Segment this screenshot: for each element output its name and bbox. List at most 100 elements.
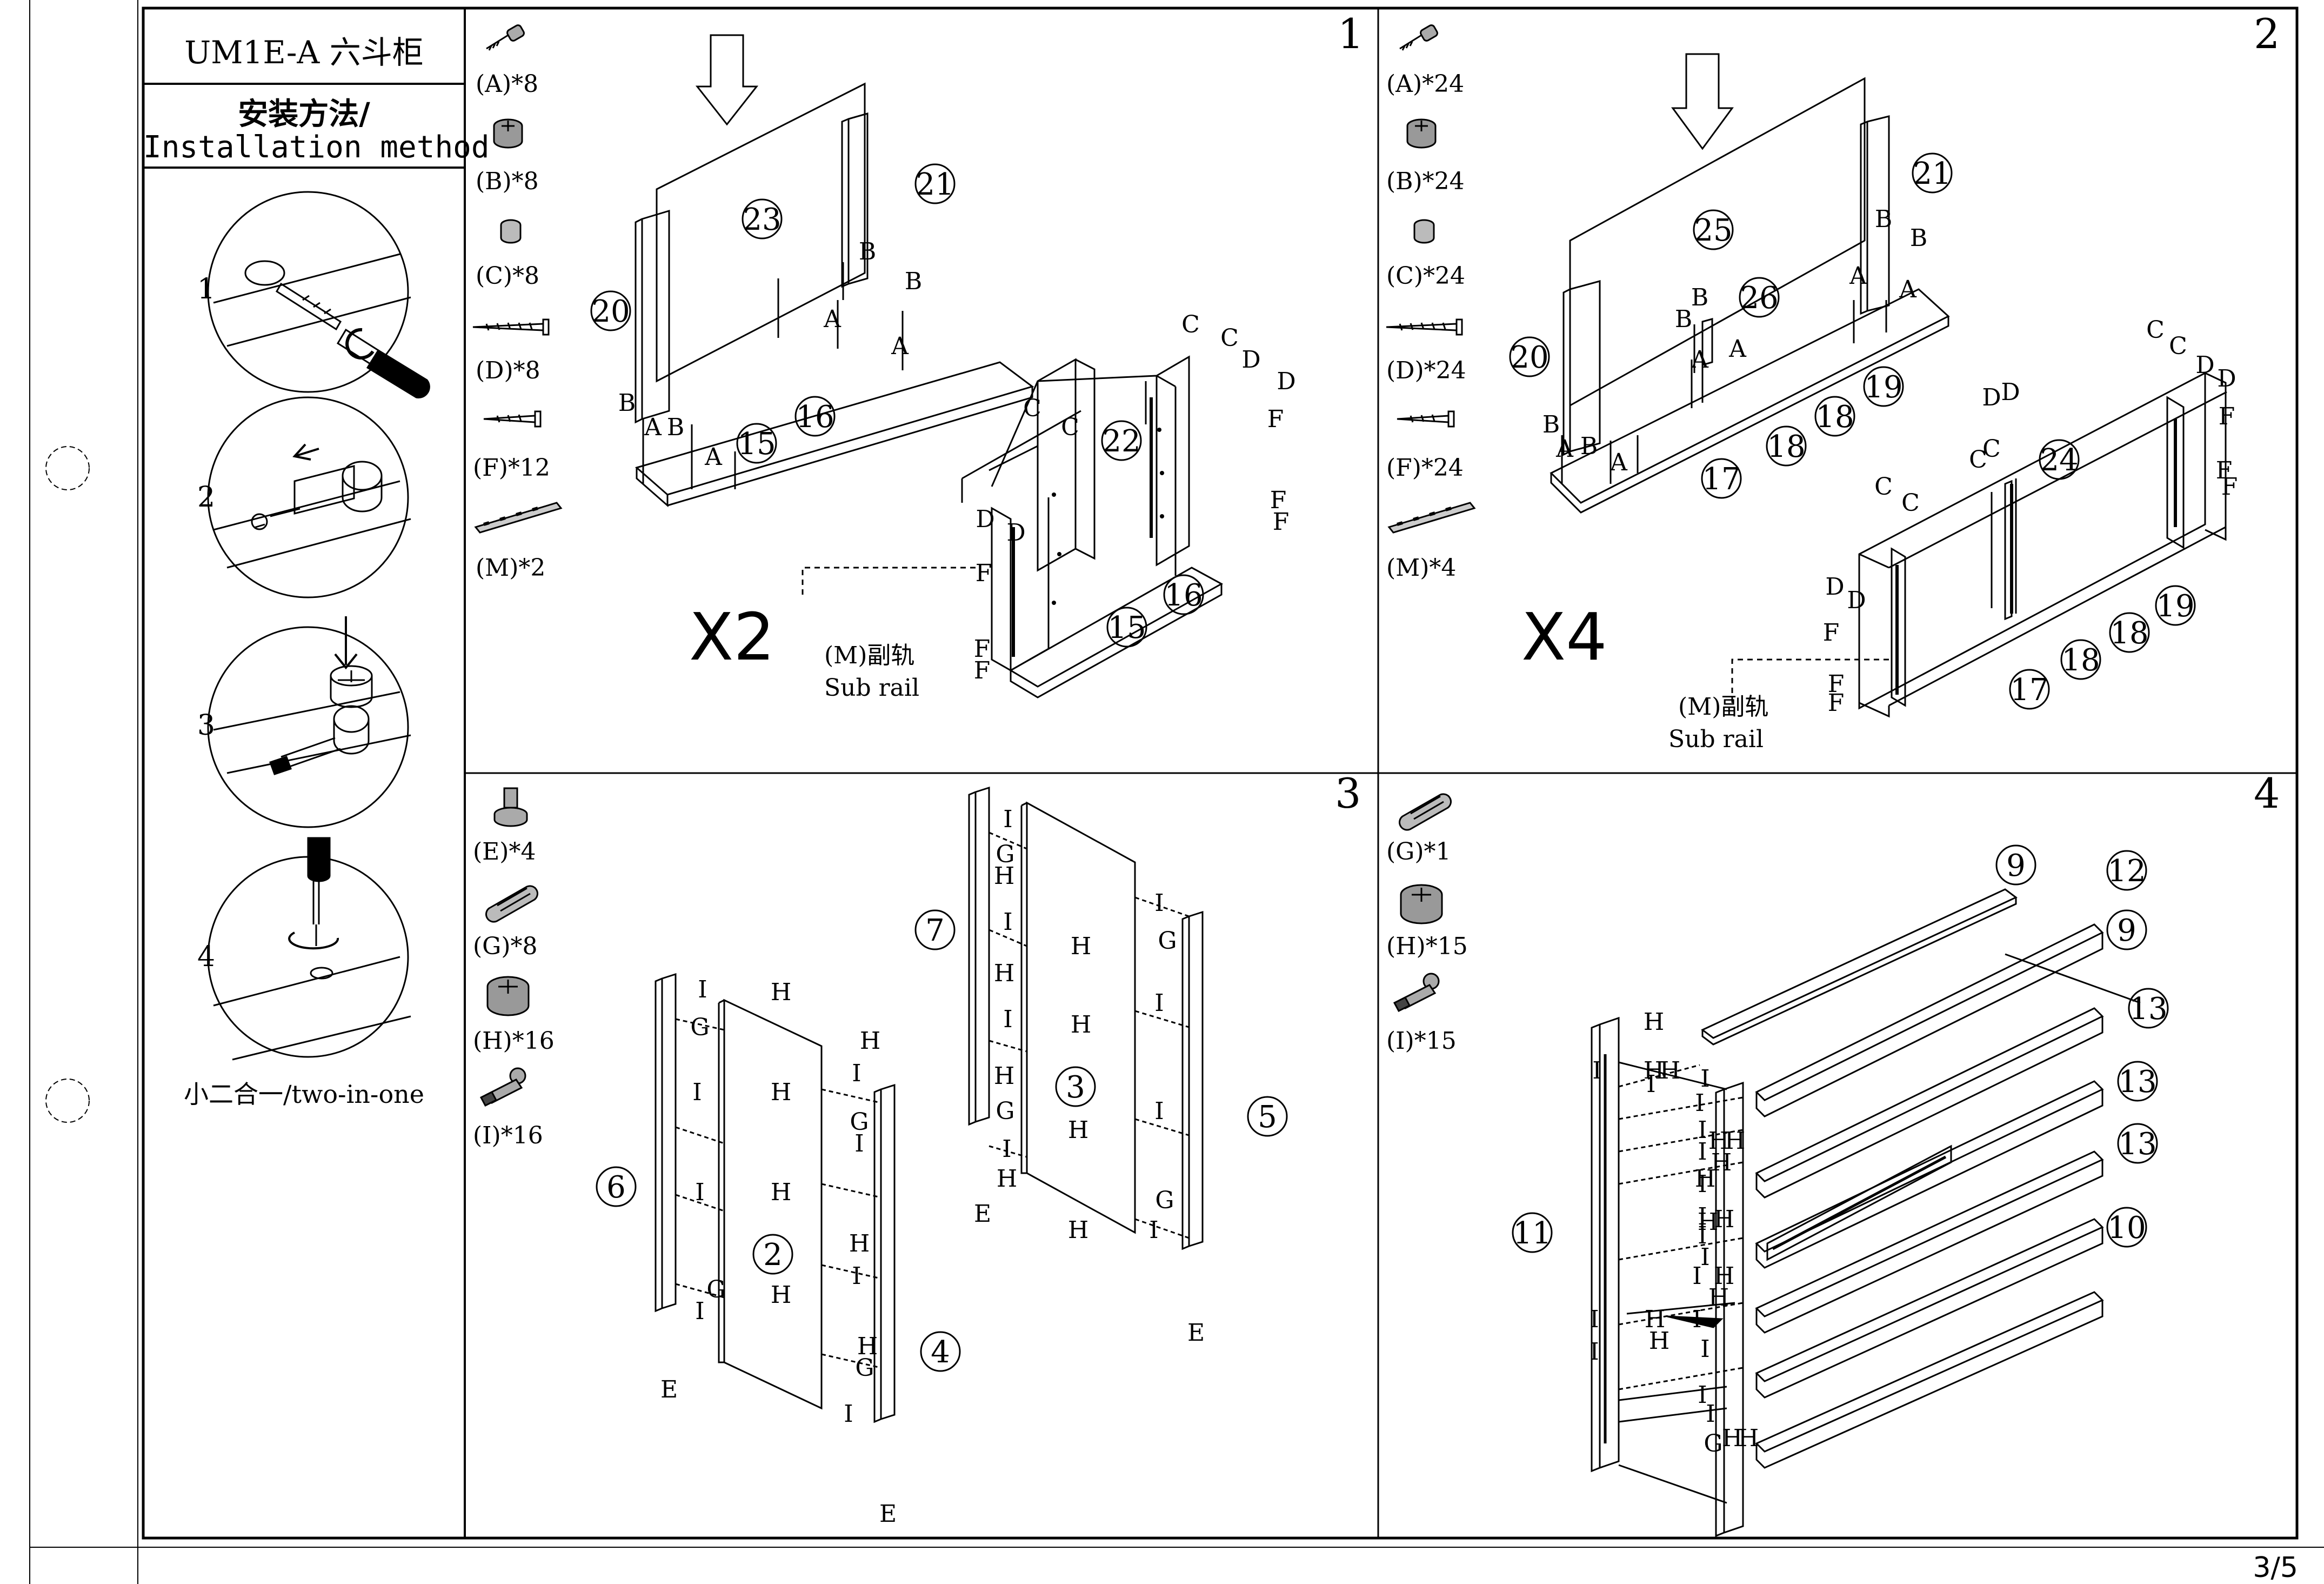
hardware-letter: I [1003, 1006, 1012, 1033]
hardware-letter: F [1823, 619, 1840, 647]
hardware-letter: I [1154, 989, 1164, 1017]
hardware-letter: B [859, 238, 876, 265]
step-2-panel: 2 (A)*24 (B)*24 (C)*24 (D)*24 (F)*24 (M)… [1378, 8, 2297, 773]
part-number: 5 [1258, 1100, 1277, 1135]
tool-step-2-label: 2 [197, 481, 216, 514]
hardware-letter: H [997, 1165, 1017, 1193]
model-title: UM1E-A 六斗柜 [184, 34, 424, 71]
hardware-letter: G [706, 1276, 725, 1303]
hardware-letter: F [976, 560, 992, 587]
hardware-letter: I [1003, 908, 1012, 936]
hardware-letter: H [1644, 1057, 1664, 1084]
hardware-letter: D [2001, 378, 2020, 406]
hardware-letter: H [771, 979, 791, 1006]
part-label: (F)*12 [473, 454, 550, 482]
hardware-letter: I [1154, 889, 1164, 917]
method-title-cn: 安装方法/ [238, 96, 370, 132]
hardware-letter: A [644, 414, 662, 441]
part-label: (M)*4 [1386, 554, 1457, 582]
hardware-letter: H [1068, 1116, 1088, 1144]
hardware-letter: A [1728, 335, 1747, 363]
hardware-letter: I [852, 1262, 861, 1290]
part-number: 13 [2129, 991, 2167, 1027]
hardware-letter: I [1700, 1335, 1709, 1363]
hardware-letter: B [1675, 305, 1692, 333]
hardware-letter: I [1692, 1306, 1701, 1333]
hardware-letter: I [695, 1179, 704, 1206]
two-in-one-caption: 小二合一/two-in-one [183, 1080, 425, 1109]
hardware-letter: E [660, 1376, 678, 1403]
hardware-letter: I [1698, 1138, 1707, 1166]
part-label: (B)*24 [1386, 168, 1465, 195]
part-number: 3 [1066, 1070, 1085, 1105]
hardware-letter: I [1692, 1262, 1701, 1290]
short-screw-icon [1397, 410, 1455, 428]
part-number: 17 [2010, 673, 2048, 708]
part-number: 12 [2107, 854, 2146, 889]
hardware-letter: H [1708, 1127, 1729, 1155]
hardware-letter: F [1267, 405, 1284, 433]
part-number: 2 [763, 1237, 783, 1273]
part-number: 18 [1815, 400, 1854, 435]
part-label: (C)*24 [1386, 262, 1465, 290]
hardware-letter: H [1695, 1165, 1715, 1193]
hardware-letter: A [1849, 262, 1867, 290]
hardware-letter: A [1555, 435, 1574, 463]
hardware-letter: G [690, 1014, 709, 1041]
hardware-letter: H [849, 1230, 870, 1257]
hardware-letter: I [1592, 1057, 1601, 1084]
hardware-letter: G [855, 1354, 874, 1382]
step-1-drawing: 23 21 20 16 15 22 16 15 B B A A B A B A … [590, 34, 1296, 698]
step-2-drawing: 25 21 26 20 19 18 18 17 24 19 18 18 17 B… [1509, 53, 2238, 718]
hardware-letter: A [823, 305, 842, 333]
step-number: 3 [1335, 773, 1361, 817]
part-number: 20 [591, 294, 630, 329]
hardware-letter: B [905, 268, 922, 295]
hardware-letter: C [1220, 324, 1239, 352]
wood-dowel-icon [1399, 793, 1452, 831]
page-number: 3/5 [2253, 1552, 2298, 1584]
step-number: 1 [1338, 10, 1364, 58]
hardware-letter: H [994, 1062, 1014, 1090]
hardware-letter: I [854, 1130, 864, 1157]
part-number: 10 [2107, 1210, 2146, 1246]
hardware-letter: H [1644, 1008, 1664, 1036]
dowel-cap-icon [1413, 219, 1435, 244]
hardware-letter: I [1706, 1400, 1715, 1428]
part-number: 15 [1107, 610, 1146, 645]
part-label: (G)*8 [473, 933, 538, 960]
hardware-letter: I [695, 1297, 704, 1325]
hardware-letter: H [860, 1027, 880, 1055]
hardware-letter: I [1698, 1222, 1707, 1249]
hardware-letter: A [891, 332, 909, 360]
hardware-letter: F [1828, 689, 1845, 717]
hardware-letter: F [2216, 457, 2233, 484]
part-label: (D)*24 [1386, 357, 1466, 384]
part-label: (M)*2 [476, 554, 546, 582]
part-number: 4 [931, 1335, 950, 1370]
step-number: 2 [2254, 10, 2280, 58]
hardware-letter: H [1698, 1208, 1718, 1236]
part-label: (F)*24 [1386, 454, 1464, 482]
hardware-letter: I [1002, 1135, 1011, 1163]
sub-rail-label-cn: (M)副轨 [824, 642, 915, 669]
hardware-letter: I [1003, 806, 1012, 833]
wood-screw-icon [472, 318, 550, 336]
tool-step-4-label: 4 [197, 941, 216, 973]
hardware-letter: I [1695, 1089, 1704, 1117]
hardware-letter: H [857, 1333, 878, 1360]
hardware-letter: C [1181, 311, 1200, 338]
hardware-letter: A [704, 443, 723, 471]
part-number: 18 [2061, 643, 2100, 678]
sub-rail-label-en: Sub rail [824, 674, 920, 702]
hardware-letter: C [1874, 473, 1893, 501]
hardware-letter: G [850, 1108, 869, 1136]
hardware-letter: I [1698, 1203, 1707, 1230]
hardware-letter: I [1590, 1338, 1599, 1366]
hardware-letter: G [1158, 927, 1177, 955]
part-number: 18 [1767, 429, 1805, 464]
part-label: (I)*16 [473, 1122, 543, 1149]
part-number: 15 [737, 427, 776, 462]
hardware-letter: H [1725, 1127, 1745, 1155]
